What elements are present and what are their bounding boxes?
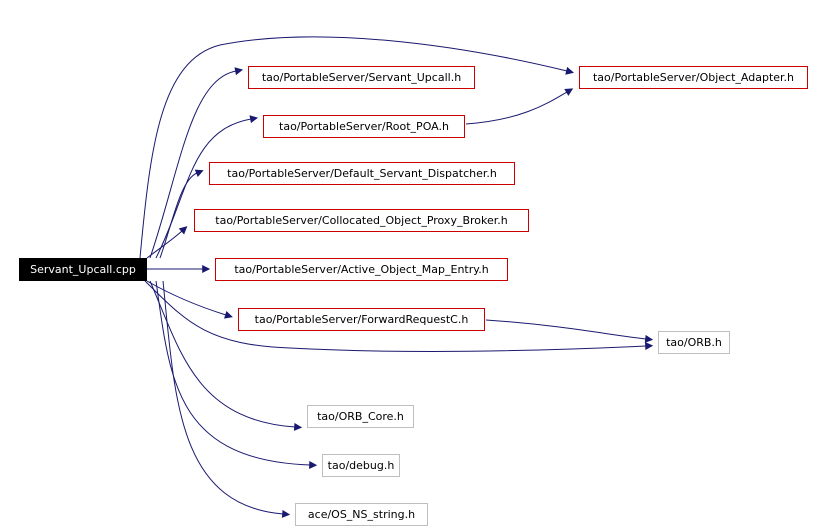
edge-root-to-debug-h [155, 280, 318, 469]
edge-root-to-os-ns-string-h [162, 280, 291, 518]
edge-root-poa-h-to-object-adapter-h [465, 88, 574, 125]
node-root[interactable]: Servant_Upcall.cpp [19, 258, 147, 281]
node-servant-upcall-h[interactable]: tao/PortableServer/Servant_Upcall.h [248, 66, 475, 89]
edge-root-to-root-poa-h [155, 115, 259, 259]
node-debug-h[interactable]: tao/debug.h [322, 454, 400, 477]
edge-root-to-servant-upcall-h [149, 67, 244, 259]
node-object-adapter-h[interactable]: tao/PortableServer/Object_Adapter.h [579, 66, 808, 89]
node-root-poa-h[interactable]: tao/PortableServer/Root_POA.h [263, 115, 465, 138]
edge-root-to-default-servant-dispatcher-h [159, 169, 204, 259]
node-orb-h[interactable]: tao/ORB.h [658, 331, 730, 354]
node-default-servant-dispatcher-h[interactable]: tao/PortableServer/Default_Servant_Dispa… [209, 162, 515, 185]
node-os-ns-string-h[interactable]: ace/OS_NS_string.h [295, 503, 428, 526]
edge-root-to-collocated-object-proxy-broker-h [146, 226, 188, 259]
edge-forwardrequestc-h-to-orb-h [485, 319, 654, 343]
edge-root-to-object-adapter-h [139, 36, 574, 259]
node-active-object-map-entry-h[interactable]: tao/PortableServer/Active_Object_Map_Ent… [215, 258, 508, 281]
dependency-edges [139, 36, 654, 518]
edge-root-to-orb-h [144, 280, 654, 353]
node-orb-core-h[interactable]: tao/ORB_Core.h [307, 405, 414, 428]
edge-root-to-orb-core-h [149, 280, 303, 431]
node-forwardrequestc-h[interactable]: tao/PortableServer/ForwardRequestC.h [238, 308, 485, 331]
node-collocated-object-proxy-broker-h[interactable]: tao/PortableServer/Collocated_Object_Pro… [194, 209, 529, 232]
